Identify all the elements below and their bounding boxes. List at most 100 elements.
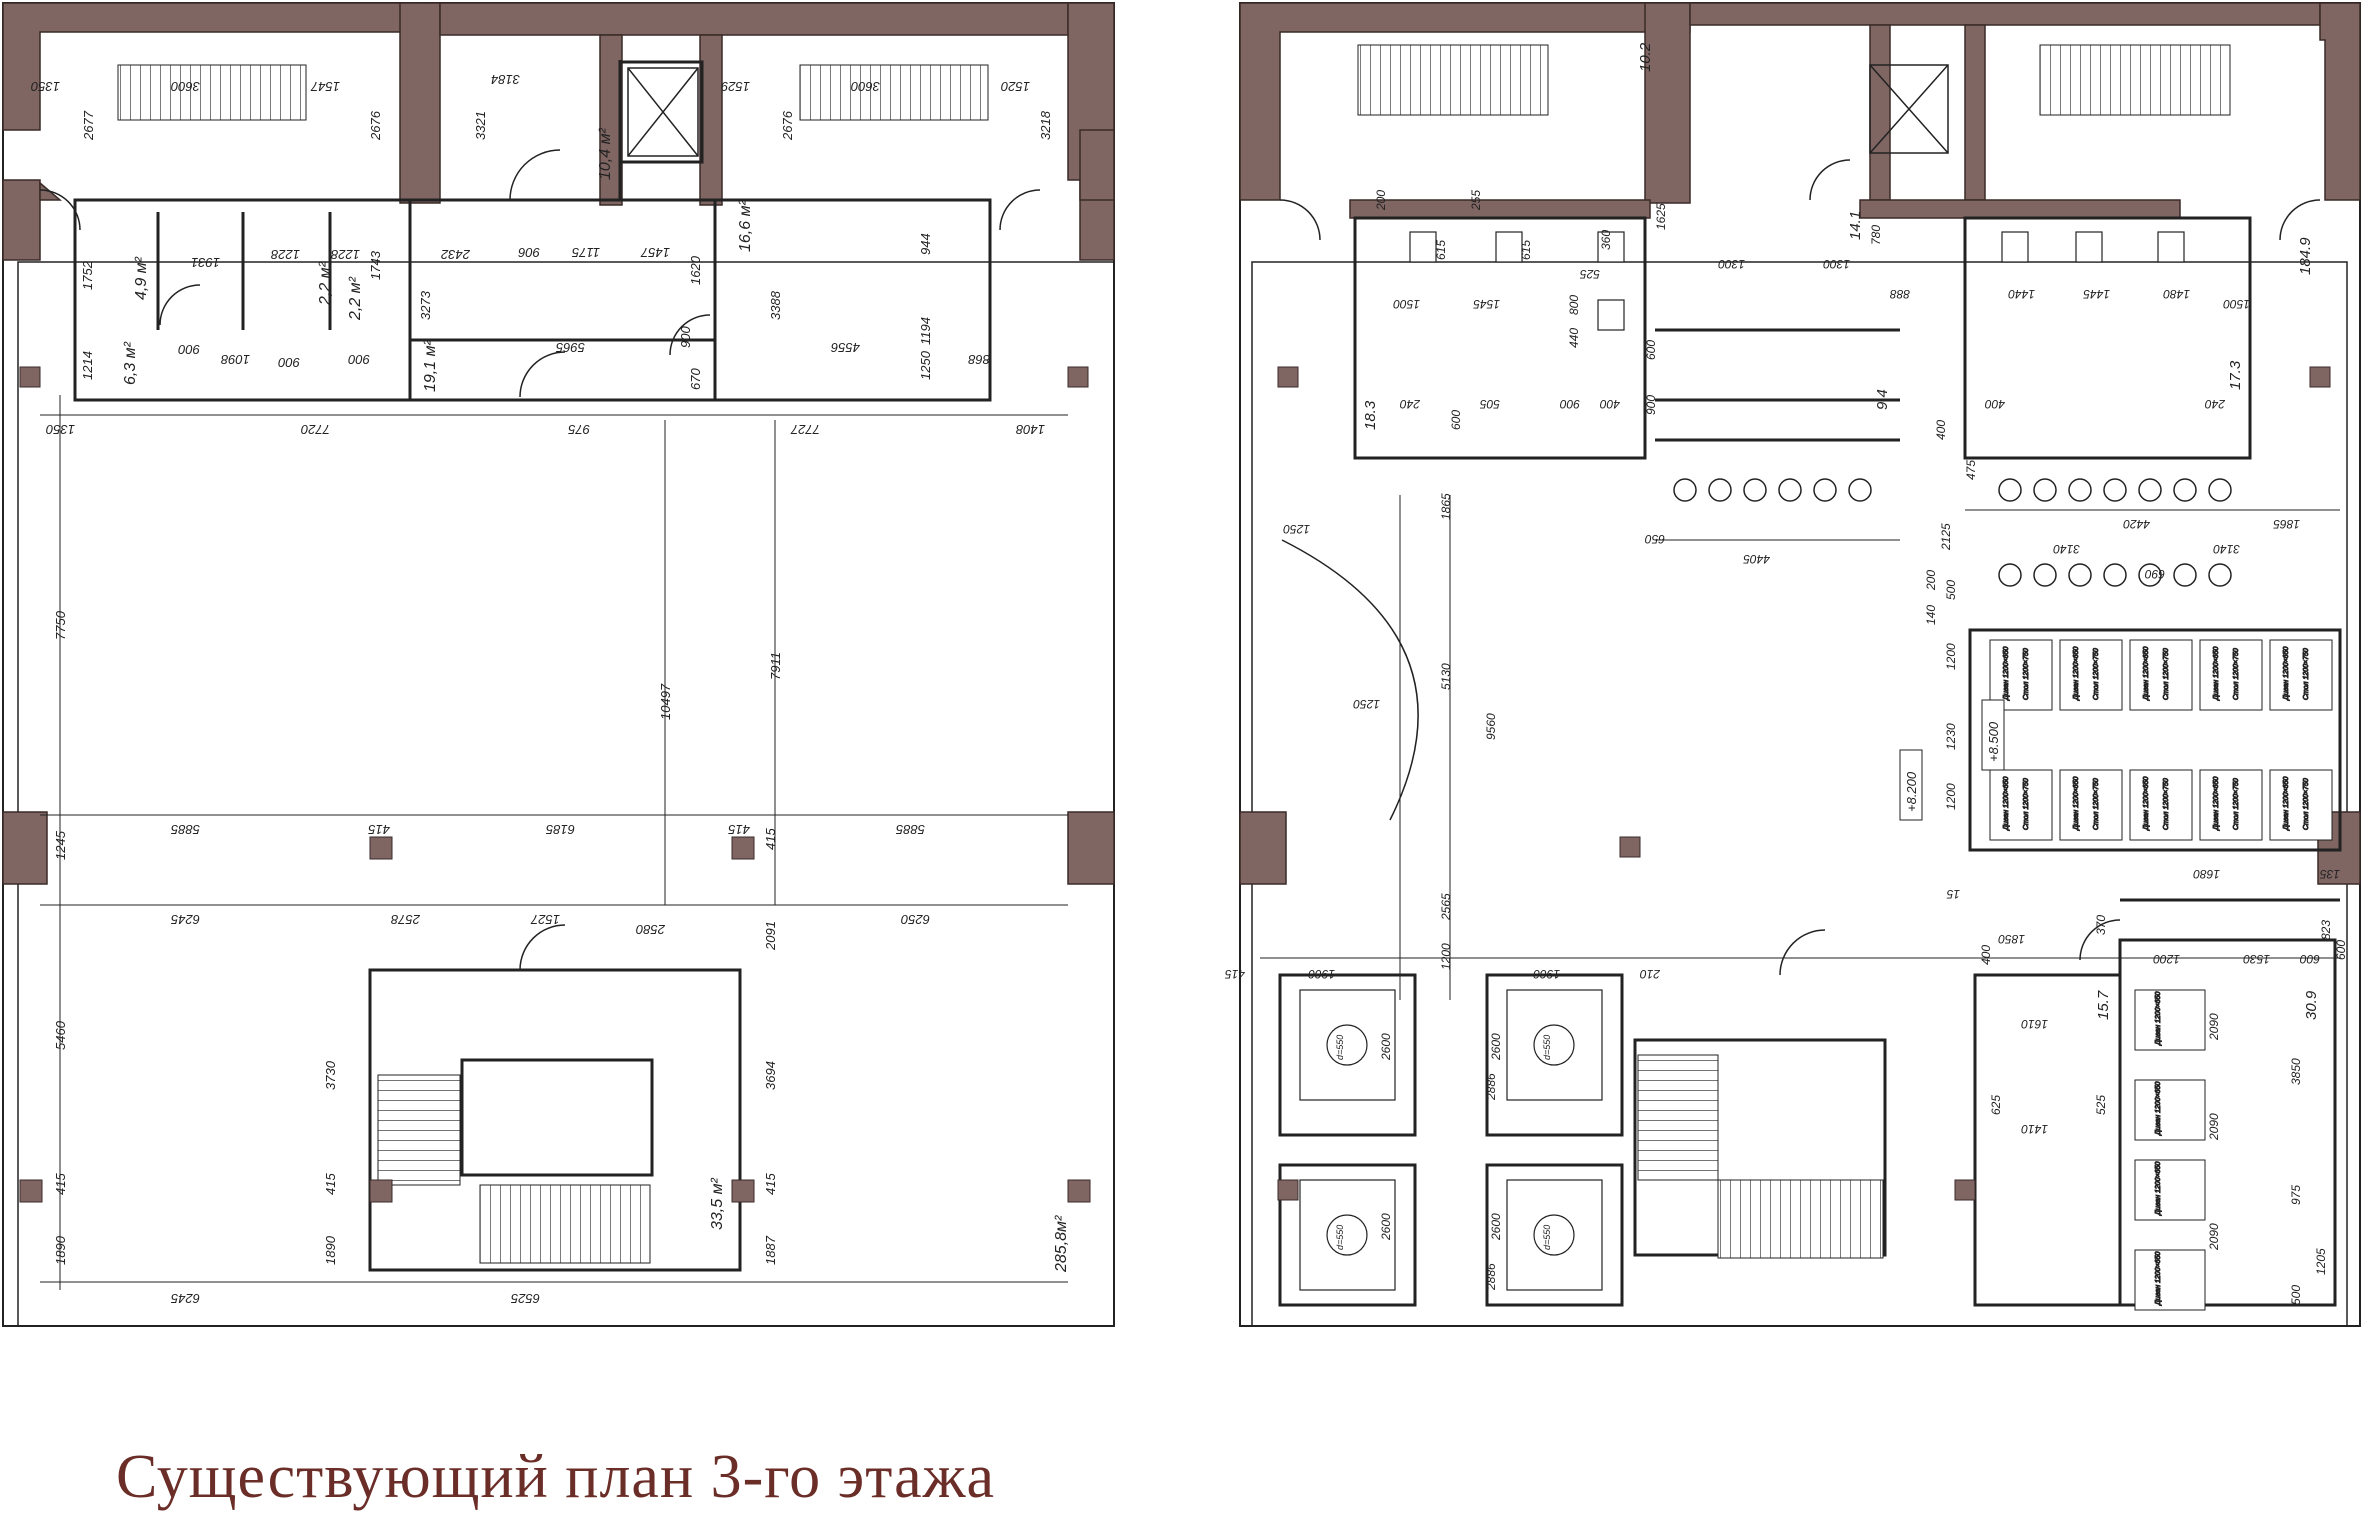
dimension-label: 1480 (2163, 287, 2190, 301)
dimension-label: 1545 (1473, 297, 1500, 311)
dimension-label: 600 (2300, 952, 2320, 966)
dimension-label: 944 (918, 233, 933, 255)
dimension-label: 7911 (768, 652, 783, 680)
booth-tables (1299, 989, 1603, 1291)
dimension-label: 625 (1989, 1095, 2003, 1115)
dimension-label: 240 (1400, 397, 1421, 411)
dimension-label: 415 (728, 822, 750, 837)
dimension-label: 868 (968, 352, 990, 367)
dimension-label: 6245 (170, 1291, 200, 1306)
sofa-label: Стол 1200×750 (2233, 648, 2240, 700)
dimension-label: 1194 (918, 317, 933, 345)
bar-stool (2208, 478, 2232, 502)
dimension-label: 1250 (1283, 522, 1310, 536)
dimension-label: 1887 (763, 1235, 778, 1265)
dimension-label: 415 (53, 1173, 68, 1195)
dimension-label: 1300 (1823, 257, 1850, 271)
dimension-label: 2091 (763, 921, 778, 951)
toilets (1409, 231, 2185, 331)
dimension-label: 1850 (1998, 932, 2025, 946)
dimension-label: 1890 (53, 1235, 68, 1265)
dimension-label: 440 (1567, 328, 1581, 348)
sofa-label: Диван 1200×650 (2283, 647, 2290, 701)
level-label: +8.500 (1986, 721, 2001, 762)
bar-stools (1673, 478, 2232, 587)
dimension-label: 1175 (571, 245, 600, 260)
dimension-label: 823 (2319, 920, 2333, 940)
dimension-label: 900 (1644, 395, 1658, 415)
dimension-label: 1300 (1718, 257, 1745, 271)
dimension-label: 4420 (2123, 517, 2150, 531)
stair-flight (377, 1074, 461, 1186)
dimension-label: 5130 (1439, 663, 1453, 690)
door-swings (1279, 159, 2321, 976)
dimension-label: 15 (1946, 887, 1960, 901)
plan-caption: Существующий план 3-го этажа (116, 1443, 995, 1511)
sofa-table-set (2059, 769, 2123, 841)
dimension-label: 2600 (1489, 1033, 1503, 1061)
dimension-label: 360 (1599, 230, 1613, 250)
columns (19, 366, 1091, 1203)
dimension-label: 1547 (310, 79, 340, 94)
sofa-table-set (2269, 769, 2333, 841)
dimension-label: 1250 (918, 350, 933, 380)
dimension-label: 615 (1519, 240, 1533, 260)
dimension-label: 2580 (635, 922, 666, 937)
sofa-label: Стол 1200×750 (2023, 778, 2030, 830)
bar-stool (1813, 478, 1837, 502)
sofa-table-set (2129, 769, 2193, 841)
dimension-label: 1457 (640, 245, 670, 260)
dimension-label: 900 (178, 342, 200, 357)
dimension-label: 400 (1979, 945, 1993, 965)
dimension-label: 1445 (2083, 287, 2110, 301)
sofa-table-set (1989, 769, 2053, 841)
dimension-label: 1200 (1439, 943, 1453, 970)
dimension-label: 2677 (81, 110, 96, 141)
sofa-label: Диван 1200×650 (2213, 777, 2220, 831)
stair-flight (117, 64, 307, 121)
dimension-label: 1931 (191, 255, 220, 270)
dimension-label: 2090 (2207, 1113, 2221, 1141)
dimension-label: 7750 (53, 610, 68, 640)
dimension-label: 525 (2094, 1095, 2108, 1115)
bar-stool (1848, 478, 1872, 502)
bar-stool (2033, 478, 2057, 502)
lift-shaft (1869, 64, 1949, 154)
sofa-label: Диван 1200×650 (2155, 1162, 2162, 1216)
room-code: 18.3 (1362, 400, 1379, 430)
dimension-label: 1200 (1944, 783, 1958, 810)
stair-flight (1637, 1054, 1719, 1181)
dimension-label: 1529 (721, 79, 750, 94)
sofa-label: Стол 1200×750 (2163, 778, 2170, 830)
dimension-label: 1530 (2243, 952, 2270, 966)
dimension-label: 1900 (1308, 967, 1335, 981)
stair-flight (2039, 44, 2231, 116)
bar-stool (2173, 563, 2197, 587)
dimension-label: 1890 (323, 1235, 338, 1265)
dimension-label: 975 (2289, 1185, 2303, 1205)
dimension-label: 500 (2289, 1285, 2303, 1305)
bar-stool (2068, 563, 2092, 587)
dimension-label: 6525 (510, 1291, 540, 1306)
sofa-table-set (2134, 1159, 2206, 1221)
dimension-lines (40, 395, 1068, 1290)
dimension-label: 600 (1449, 410, 1463, 430)
dimension-label: 255 (1469, 190, 1483, 211)
dimension-label: 900 (278, 355, 300, 370)
table-label: d=550 (1335, 1035, 1345, 1060)
dimension-label: 1865 (1439, 493, 1453, 520)
dimension-label: 615 (1434, 240, 1448, 260)
dimension-label: 1752 (80, 260, 95, 290)
dimension-label: 505 (1480, 397, 1500, 411)
dimension-label: 2886 (1484, 1263, 1498, 1291)
dimension-label: 900 (678, 326, 693, 348)
terrace-outline (1251, 261, 2348, 1327)
dimension-label: 400 (1600, 397, 1620, 411)
sofa-label: Диван 1200×650 (2073, 777, 2080, 831)
dimension-label: 415 (323, 1173, 338, 1195)
sofa-label: Стол 1200×750 (2303, 778, 2310, 830)
sofa-label: Диван 1200×650 (2143, 647, 2150, 701)
dimension-label: 7727 (790, 422, 820, 437)
